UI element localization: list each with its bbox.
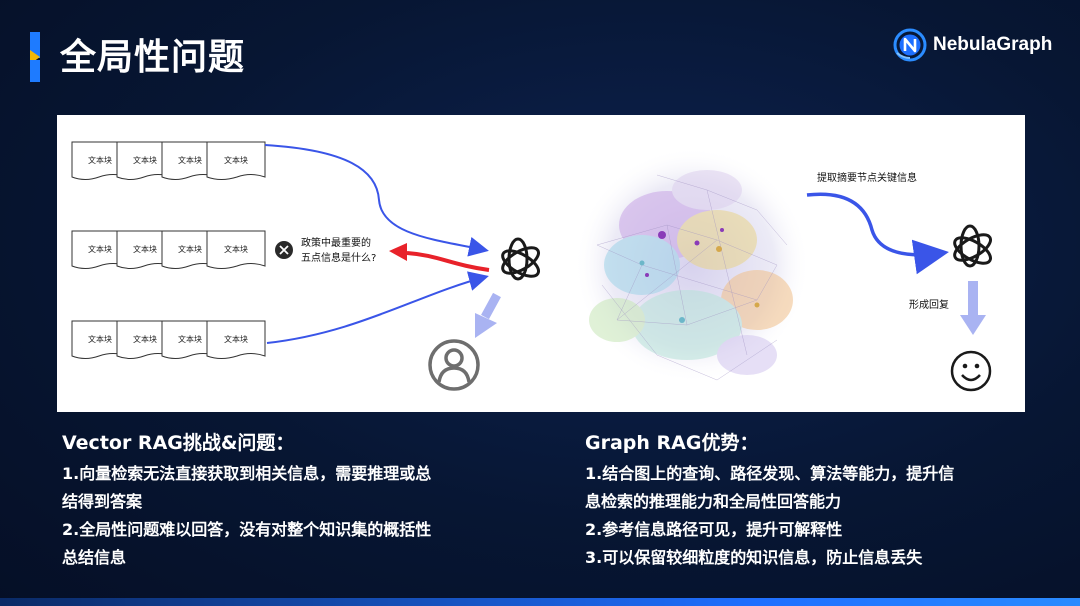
text-chunk: 文本块 xyxy=(206,141,266,180)
text-chunk-label: 文本块 xyxy=(88,244,112,254)
nebula-logo-icon xyxy=(893,28,927,62)
step-respond-label: 形成回复 xyxy=(909,298,949,311)
text-chunk: 文本块 xyxy=(206,230,266,269)
extract-arrow xyxy=(806,192,949,275)
text-chunk-label: 文本块 xyxy=(178,334,202,344)
knowledge-graph-visual xyxy=(574,147,810,383)
text-chunk-label: 文本块 xyxy=(224,155,248,165)
graph-rag-line: 2.参考信息路径可见，提升可解释性 xyxy=(585,520,843,539)
brand-logo: NebulaGraph xyxy=(893,27,1052,63)
text-chunk-label: 文本块 xyxy=(178,244,202,254)
text-chunk-label: 文本块 xyxy=(88,155,112,165)
question-line-2: 五点信息是什么? xyxy=(301,251,376,264)
graph-rag-line: 1.结合图上的查询、路径发现、算法等能力，提升信 xyxy=(585,464,955,483)
text-chunk-row-1: 文本块 文本块 文本块 文本块 xyxy=(71,141,266,180)
answer-fail-arrow xyxy=(406,251,490,272)
brand-name: NebulaGraph xyxy=(933,34,1053,55)
smiley-icon xyxy=(950,350,992,392)
question-line-1: 政策中最重要的 xyxy=(301,236,371,249)
text-chunk-label: 文本块 xyxy=(178,155,202,165)
diagram-panel: 文本块 文本块 文本块 文本块 文本块 xyxy=(57,115,1025,412)
step-extract-label: 提取摘要节点关键信息 xyxy=(817,171,917,184)
bottom-accent-bar xyxy=(0,598,1080,606)
graph-rag-section: Graph RAG优势： 1.结合图上的查询、路径发现、算法等能力，提升信 息检… xyxy=(585,430,1035,572)
retrieval-arrow-bottom xyxy=(266,271,489,344)
llm-icon xyxy=(953,224,992,268)
graph-rag-heading: Graph RAG优势： xyxy=(585,432,759,454)
vector-rag-line: 2.全局性问题难以回答，没有对整个知识集的概括性 xyxy=(62,520,432,539)
retrieval-arrow-top xyxy=(264,144,489,257)
vector-rag-heading: Vector RAG挑战&问题： xyxy=(62,432,295,454)
text-chunks: 文本块 文本块 文本块 文本块 文本块 xyxy=(71,141,266,359)
text-chunk-label: 文本块 xyxy=(224,334,248,344)
graph-rag-line: 息检索的推理能力和全局性回答能力 xyxy=(585,492,842,511)
text-chunk-row-3: 文本块 文本块 文本块 文本块 xyxy=(71,320,266,359)
text-chunk-label: 文本块 xyxy=(88,334,112,344)
text-chunk-label: 文本块 xyxy=(224,244,248,254)
slide-title: 全局性问题 xyxy=(60,37,246,78)
graph-rag-line: 3.可以保留较细粒度的知识信息，防止信息丢失 xyxy=(585,548,923,567)
vector-rag-line: 1.向量检索无法直接获取到相关信息，需要推理或总 xyxy=(62,464,432,483)
vector-rag-line: 总结信息 xyxy=(62,548,127,567)
text-chunk-row-2: 文本块 文本块 文本块 文本块 xyxy=(71,230,266,269)
answer-fail-arrowhead xyxy=(389,243,407,261)
vector-rag-line: 结得到答案 xyxy=(62,492,143,511)
vector-rag-section: Vector RAG挑战&问题： 1.向量检索无法直接获取到相关信息，需要推理或… xyxy=(62,430,532,572)
text-chunk-label: 文本块 xyxy=(133,155,157,165)
llm-icon xyxy=(501,237,540,281)
text-chunk-label: 文本块 xyxy=(133,244,157,254)
title-accent-bar xyxy=(30,32,42,82)
output-arrowhead-right xyxy=(960,315,986,335)
text-chunk: 文本块 xyxy=(206,320,266,359)
user-avatar-icon xyxy=(428,339,480,391)
failed-question: 政策中最重要的 五点信息是什么? xyxy=(275,236,376,264)
output-arrowhead-left xyxy=(475,313,497,338)
text-chunk-label: 文本块 xyxy=(133,334,157,344)
rag-comparison-diagram: 文本块 文本块 文本块 文本块 文本块 xyxy=(71,141,992,392)
output-arrow-left xyxy=(481,292,501,320)
